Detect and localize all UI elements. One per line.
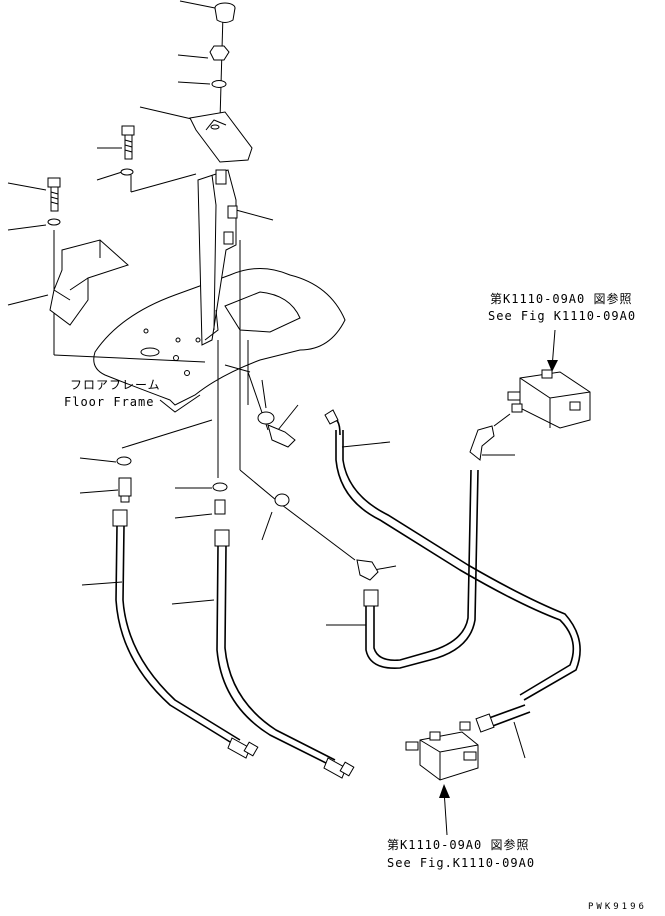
hose-middle xyxy=(335,430,581,701)
valve-lower-right xyxy=(405,704,531,781)
reference-label-top-jp: 第K1110-09A0 図参照 xyxy=(490,292,633,306)
drawing-code: PWK9196 xyxy=(588,902,647,912)
top-hardware-stack xyxy=(189,2,253,163)
reference-label-bottom-jp: 第K1110-09A0 図参照 xyxy=(387,838,530,852)
left-bracket xyxy=(49,239,129,326)
reference-label-bottom-en: See Fig.K1110-09A0 xyxy=(387,856,536,870)
middle-fittings xyxy=(257,409,379,581)
reference-label-top-en: See Fig K1110-09A0 xyxy=(488,309,637,323)
assembly-leaders xyxy=(121,340,356,561)
floor-frame-plate xyxy=(53,268,346,413)
arrow-up-icon xyxy=(439,784,450,836)
floor-frame-label-en: Floor Frame xyxy=(64,395,155,409)
valve-upper-right xyxy=(493,369,591,429)
hose-lower-middle xyxy=(363,425,495,669)
floor-frame-label-jp: フロアフレーム xyxy=(70,378,161,392)
hose-left-1 xyxy=(115,525,259,759)
left-fittings xyxy=(112,456,230,547)
leader-lines xyxy=(7,0,526,759)
hose-left-2 xyxy=(216,545,355,779)
arrow-down-icon xyxy=(547,329,558,372)
bolts-left xyxy=(47,125,197,355)
vertical-mount-bracket xyxy=(197,169,249,405)
